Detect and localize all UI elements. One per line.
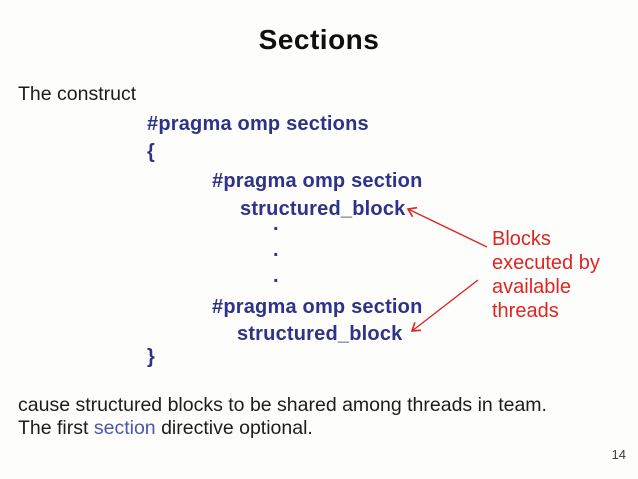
footer-paragraph: cause structured blocks to be shared amo…	[18, 394, 618, 440]
footer-line-2-suffix: directive optional.	[155, 417, 313, 439]
code-line-structured-block-1: structured_block	[240, 198, 406, 220]
code-close-brace: }	[147, 346, 155, 368]
footer-line-1: cause structured blocks to be shared amo…	[18, 394, 547, 416]
code-line-structured-block-2: structured_block	[237, 323, 403, 345]
footer-line-2-prefix: The first	[18, 417, 94, 439]
code-line-pragma-sections: #pragma omp sections	[147, 113, 369, 135]
arrow-to-first-block-icon	[406, 206, 488, 248]
footer-keyword-section: section	[93, 417, 156, 439]
code-line-pragma-section-1: #pragma omp section	[212, 170, 423, 192]
page-number: 14	[611, 447, 626, 462]
footer-line-2: The first section directive optional.	[18, 417, 618, 440]
code-line-pragma-section-2: #pragma omp section	[212, 296, 423, 318]
slide-title: Sections	[258, 24, 380, 55]
intro-text: The construct	[18, 83, 137, 105]
code-open-brace: {	[147, 141, 155, 163]
code-vertical-ellipsis: . . .	[273, 213, 279, 287]
annotation-blocks-executed: Blocks executed by available threads	[492, 228, 600, 322]
